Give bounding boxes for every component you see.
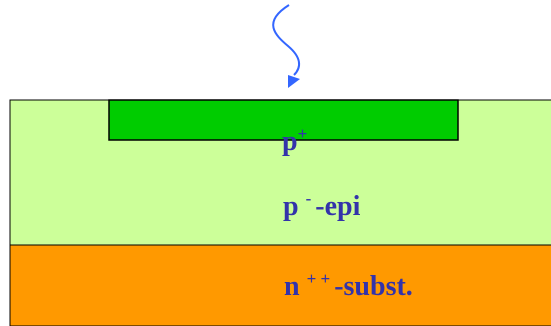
p-plus-implant [108,99,459,141]
implant-label-superscript: + [297,124,308,143]
substrate-label: n + +-subst. [284,270,413,302]
epi-label-rest: -epi [315,191,361,222]
implant-label-base: p [282,126,298,157]
implant-label: p+ [282,125,307,157]
epi-label-base: p [283,191,299,222]
epi-label-superscript: - [305,189,312,208]
arrowhead-icon [288,75,300,88]
substrate-layer [9,244,551,326]
substrate-label-rest: -subst. [334,271,413,302]
epi-label: p --epi [283,190,361,222]
substrate-label-superscript: + + [306,269,331,288]
light-ray-icon [272,4,301,76]
substrate-label-base: n [284,271,300,302]
